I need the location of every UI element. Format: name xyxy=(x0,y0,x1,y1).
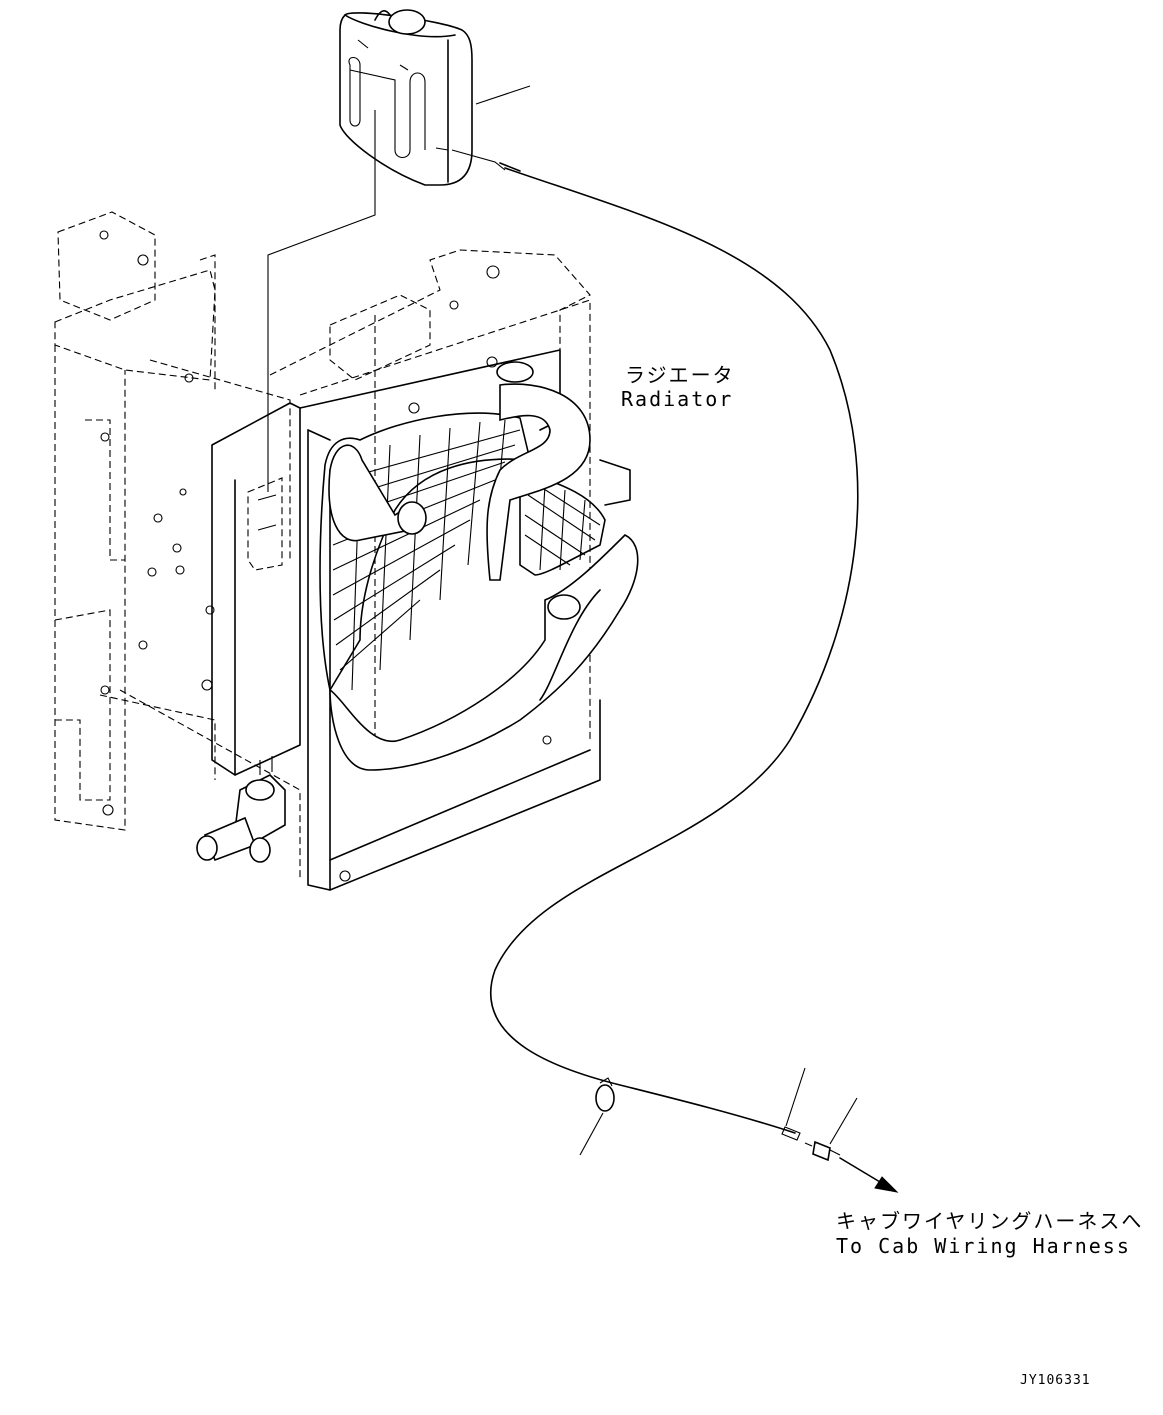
overflow-tube xyxy=(489,167,859,1134)
tube-connector xyxy=(804,1140,841,1162)
drain-valve xyxy=(196,756,286,863)
leader-lines xyxy=(475,85,858,1156)
tube-clamp xyxy=(595,1077,615,1112)
shroud-plate xyxy=(138,402,301,776)
harness-label-en: To Cab Wiring Harness xyxy=(836,1234,1131,1258)
radiator-label-en: Radiator xyxy=(621,387,733,411)
harness-arrow xyxy=(839,1157,899,1193)
radiator-label-jp: ラジエータ xyxy=(625,363,735,387)
reserve-tank xyxy=(339,9,506,186)
hoses xyxy=(328,361,639,771)
drawing-code: JY106331 xyxy=(1020,1373,1091,1388)
harness-label-jp: キャブワイヤリングハーネスへ xyxy=(836,1209,1143,1233)
frame-outline-dashed xyxy=(54,211,301,880)
radiator-body xyxy=(299,349,631,891)
tank-leader-line xyxy=(267,110,376,492)
